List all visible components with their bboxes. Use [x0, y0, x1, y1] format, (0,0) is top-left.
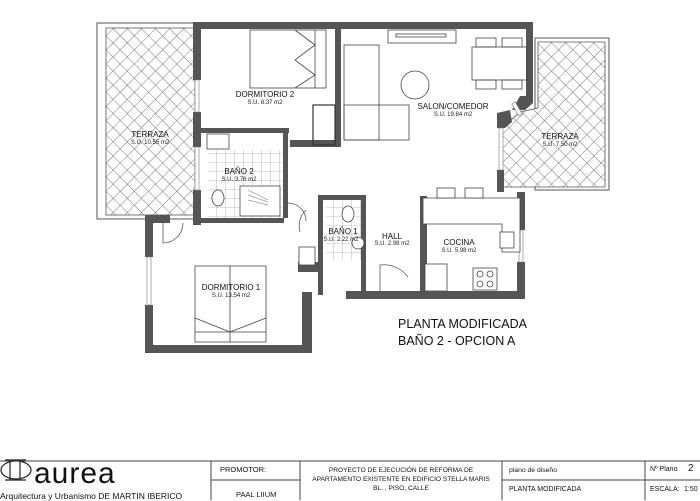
- aurea-logo-icon: [0, 459, 32, 481]
- bed-dormitorio1: [194, 265, 267, 343]
- room-area-terraza-left: S.U. 10.55 m2: [131, 140, 170, 146]
- scale-value: 1:50: [684, 486, 698, 493]
- room-labels: DORMITORIO 2 S.U. 8.37 m2 SALON/COMEDOR …: [131, 90, 580, 299]
- plan-number-label: Nº Plano: [650, 466, 678, 473]
- plan-number: 2: [688, 463, 694, 474]
- room-name-terraza-left: TERRAZA: [131, 130, 169, 139]
- plan-title-line1: PLANTA MODIFICADA: [398, 317, 528, 331]
- room-name-bano1: BAÑO 1: [328, 227, 358, 236]
- logo-subtitle: Arquitectura y Urbanismo DE MARTIN IBERI…: [0, 491, 183, 501]
- bano2-fixtures: [206, 133, 281, 217]
- scale-label: ESCALA:: [650, 486, 680, 493]
- room-area-hall: S.U. 2.98 m2: [374, 241, 410, 247]
- plan-name: PLANTA MODIFICADA: [509, 486, 582, 493]
- room-area-dormitorio1: S.U. 13.54 m2: [212, 293, 251, 299]
- room-name-dormitorio1: DORMITORIO 1: [202, 283, 261, 292]
- room-name-dormitorio2: DORMITORIO 2: [236, 90, 295, 99]
- room-name-hall: HALL: [382, 232, 403, 241]
- terraza-left: [96, 22, 198, 220]
- room-area-bano2: S.U. 3.76 m2: [221, 177, 257, 183]
- logo-text: aurea: [34, 457, 116, 490]
- windows: [146, 79, 524, 306]
- room-name-bano2: BAÑO 2: [224, 167, 254, 176]
- plan-type-label: plano de diseño: [509, 467, 557, 474]
- room-area-bano1: S.U. 2.22 m2: [323, 237, 359, 243]
- room-area-dormitorio2: S.U. 8.37 m2: [247, 100, 283, 106]
- room-area-terraza-right: S.U. 7.50 m2: [542, 142, 578, 148]
- terraza-right: [501, 37, 610, 191]
- project-line2: APARTAMENTO EXISTENTE EN EDIFICIO STELLA…: [312, 476, 490, 483]
- project-line3: BL. , PISO, CALLE: [373, 485, 429, 492]
- promotor-label: PROMOTOR:: [220, 465, 267, 474]
- room-name-salon: SALON/COMEDOR: [417, 102, 488, 111]
- room-name-cocina: COCINA: [443, 238, 475, 247]
- doors: [162, 202, 409, 296]
- project-description: PROYECTO DE EJECUCIÓN DE REFORMA DE APAR…: [300, 466, 502, 493]
- bano1-fixtures: [298, 205, 365, 266]
- bed-dormitorio2: [249, 29, 336, 146]
- room-name-terraza-right: TERRAZA: [541, 132, 579, 141]
- cocina-furniture: [422, 187, 521, 292]
- room-area-salon: S.U. 19.84 m2: [434, 112, 473, 118]
- title-block-frame: [0, 460, 700, 500]
- project-line1: PROYECTO DE EJECUCIÓN DE REFORMA DE: [328, 467, 474, 474]
- promotor-value: PAAL LIIUM: [236, 490, 277, 499]
- plan-title-line2: BAÑO 2 - OPCION A: [398, 334, 516, 348]
- salon-furniture: [343, 29, 528, 141]
- room-area-cocina: S.U. 5.98 m2: [441, 248, 477, 254]
